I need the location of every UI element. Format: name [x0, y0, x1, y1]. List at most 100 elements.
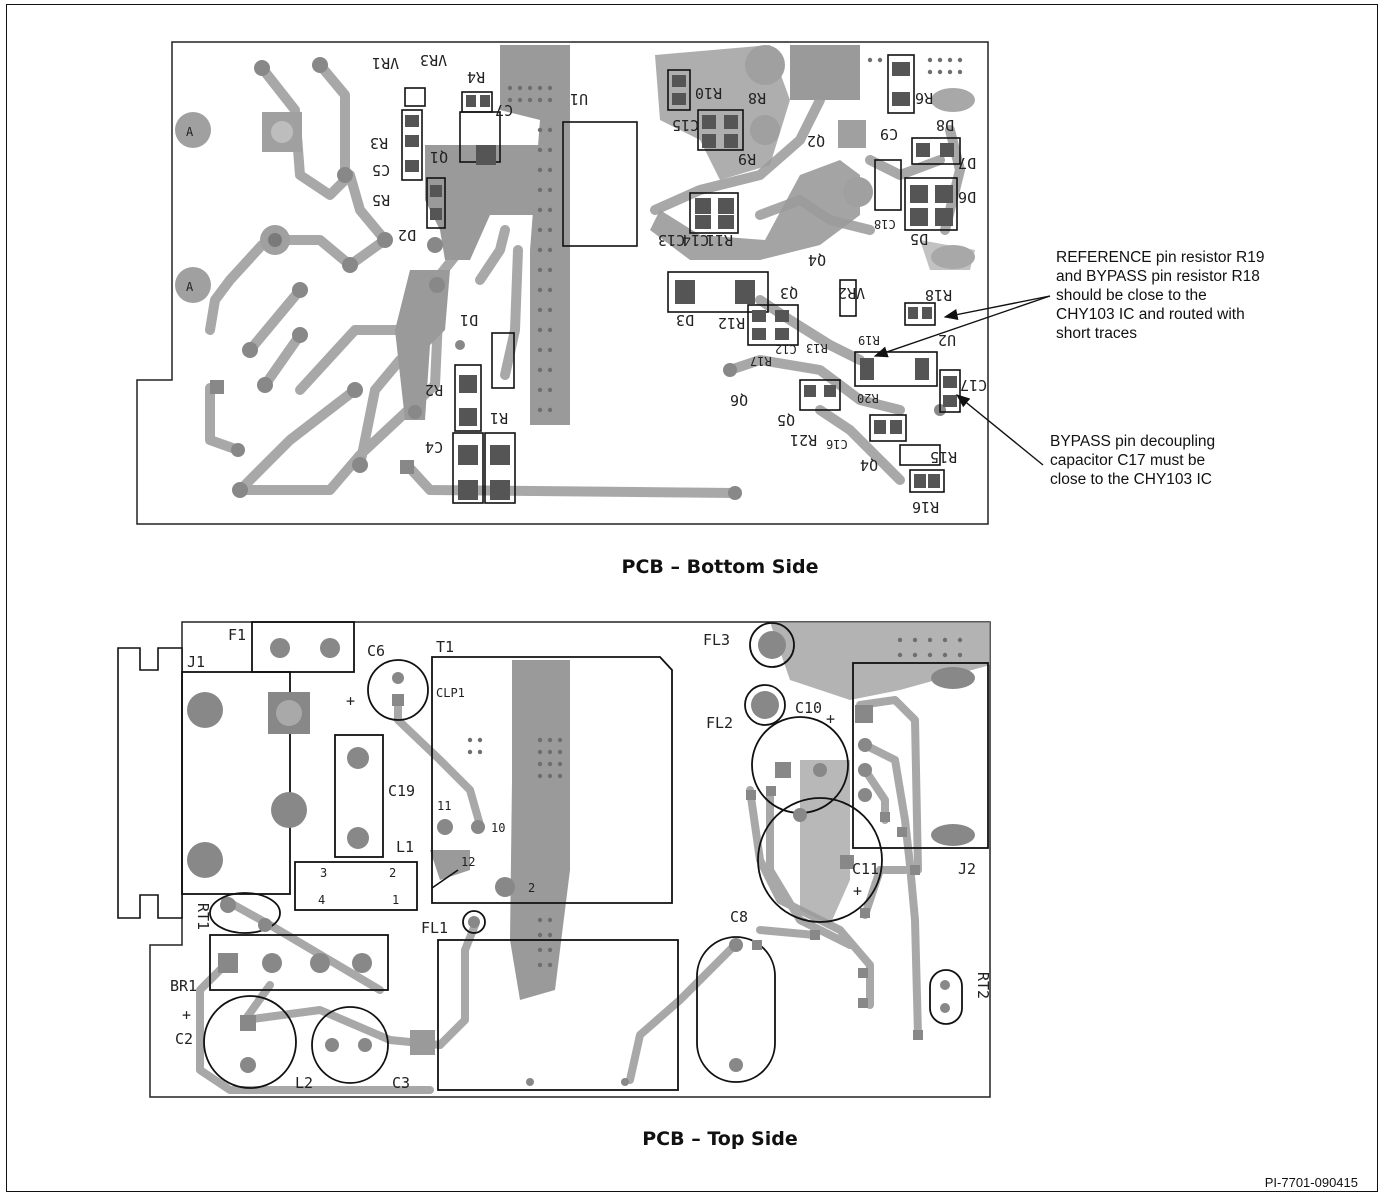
- bottom-mount-pads: A A: [175, 45, 975, 303]
- annotation-arrows: [873, 295, 1051, 466]
- label-q4-upper: Q4: [808, 251, 826, 269]
- note-reference-bypass: REFERENCE pin resistor R19 and BYPASS pi…: [1056, 249, 1265, 342]
- label-rt1: RT1: [194, 903, 212, 930]
- label-c7: C7: [495, 101, 513, 119]
- label-pin2: 2: [528, 881, 535, 895]
- svg-text:A: A: [186, 280, 194, 294]
- label-clp1: CLP1: [436, 686, 465, 700]
- bottom-smd-pads: [405, 62, 957, 500]
- label-q1: Q1: [430, 148, 448, 166]
- label-d6: D6: [958, 188, 976, 206]
- label-c10: C10: [795, 699, 822, 717]
- label-rt2: RT2: [974, 972, 992, 999]
- label-vr1: VR1: [372, 54, 399, 72]
- caption-bottom-side: PCB – Bottom Side: [621, 556, 819, 578]
- label-r16: R16: [912, 498, 939, 516]
- label-c16: C16: [826, 437, 848, 451]
- top-copper-pours: [410, 622, 990, 1055]
- top-pads: [187, 631, 975, 1086]
- label-q4-lower: Q4: [860, 456, 878, 474]
- label-c11-plus: +: [853, 882, 862, 900]
- label-l1-pin3: 3: [320, 866, 327, 880]
- label-j1: J1: [187, 653, 205, 671]
- document-id: PI-7701-090415: [1264, 1175, 1358, 1190]
- label-q2: Q2: [807, 132, 825, 150]
- label-c8: C8: [730, 908, 748, 926]
- label-br1: BR1: [170, 977, 197, 995]
- label-r15: R15: [930, 448, 957, 466]
- label-r13: R13: [806, 341, 828, 355]
- label-r18: R18: [925, 286, 952, 304]
- label-r17: R17: [750, 354, 772, 368]
- label-r3: R3: [370, 134, 388, 152]
- label-u2: U2: [938, 331, 956, 349]
- svg-text:A: A: [186, 125, 194, 139]
- label-c15: C15: [672, 116, 699, 134]
- label-c9: C9: [880, 125, 898, 143]
- label-d2: D2: [398, 226, 416, 244]
- note-decoupling: BYPASS pin decoupling capacitor C17 must…: [1050, 433, 1216, 488]
- label-r1: R1: [490, 409, 508, 427]
- label-pin12: 12: [461, 855, 475, 869]
- caption-top-side: PCB – Top Side: [642, 1128, 798, 1150]
- label-vr2: VR2: [838, 284, 865, 302]
- bottom-silkscreen-labels: VR1 VR3 R4 C7 U1 R3 Q1 C5 R5 D2 D1 R2 R1…: [370, 51, 987, 516]
- label-l1-pin2: 2: [389, 866, 396, 880]
- label-t1: T1: [436, 638, 454, 656]
- top-silkscreen-labels: F1 J1 C6 T1 CLP1 + C19 L1 11 10 12 2 3 2…: [170, 626, 992, 1092]
- label-pin11: 11: [437, 799, 451, 813]
- label-r11: R11: [706, 231, 733, 249]
- label-c2: C2: [175, 1030, 193, 1048]
- bottom-component-outlines: [401, 54, 961, 504]
- j1-connector-outline: [117, 647, 183, 919]
- label-q3: Q3: [780, 284, 798, 302]
- t1-pin12-marker: [431, 869, 459, 889]
- top-via-grid: [467, 637, 963, 968]
- label-fl3: FL3: [703, 631, 730, 649]
- label-c5: C5: [372, 161, 390, 179]
- label-r20: R20: [857, 391, 879, 405]
- label-c4: C4: [425, 438, 443, 456]
- label-d5: D5: [910, 230, 928, 248]
- label-r19: R19: [858, 333, 880, 347]
- label-c13: C13: [658, 231, 685, 249]
- label-r21: R21: [790, 431, 817, 449]
- label-r9: R9: [738, 150, 756, 168]
- label-c11: C11: [852, 860, 879, 878]
- label-fl1: FL1: [421, 919, 448, 937]
- label-l1-pin1: 1: [392, 893, 399, 907]
- label-c19: C19: [388, 782, 415, 800]
- label-c10-plus: +: [826, 710, 835, 728]
- top-side-board: F1 J1 C6 T1 CLP1 + C19 L1 11 10 12 2 3 2…: [117, 621, 992, 1098]
- label-c3: C3: [392, 1074, 410, 1092]
- figure-frame: [6, 4, 1378, 1192]
- label-r4: R4: [467, 68, 485, 86]
- label-u1: U1: [570, 90, 588, 108]
- label-r8: R8: [748, 89, 766, 107]
- label-c6: C6: [367, 642, 385, 660]
- label-c2-plus: +: [182, 1006, 191, 1024]
- label-c14: C14: [682, 231, 709, 249]
- label-c6-plus: +: [346, 692, 355, 710]
- label-q6: Q6: [730, 391, 748, 409]
- label-r12: R12: [718, 314, 745, 332]
- label-d8: D8: [936, 116, 954, 134]
- top-component-outlines: [181, 621, 989, 1091]
- label-f1: F1: [228, 626, 246, 644]
- bottom-via-grid: [507, 57, 963, 413]
- label-d3: D3: [676, 311, 694, 329]
- label-r10: R10: [695, 84, 722, 102]
- label-j2: J2: [958, 860, 976, 878]
- bottom-pads: [210, 57, 946, 500]
- label-c17: C17: [960, 376, 987, 394]
- label-l1-pin4: 4: [318, 893, 325, 907]
- label-d7: D7: [958, 154, 976, 172]
- label-fl2: FL2: [706, 714, 733, 732]
- label-vr3: VR3: [420, 51, 447, 69]
- label-l1: L1: [396, 838, 414, 856]
- label-l2: L2: [295, 1074, 313, 1092]
- label-r2: R2: [425, 381, 443, 399]
- label-d1: D1: [460, 311, 478, 329]
- label-pin10: 10: [491, 821, 505, 835]
